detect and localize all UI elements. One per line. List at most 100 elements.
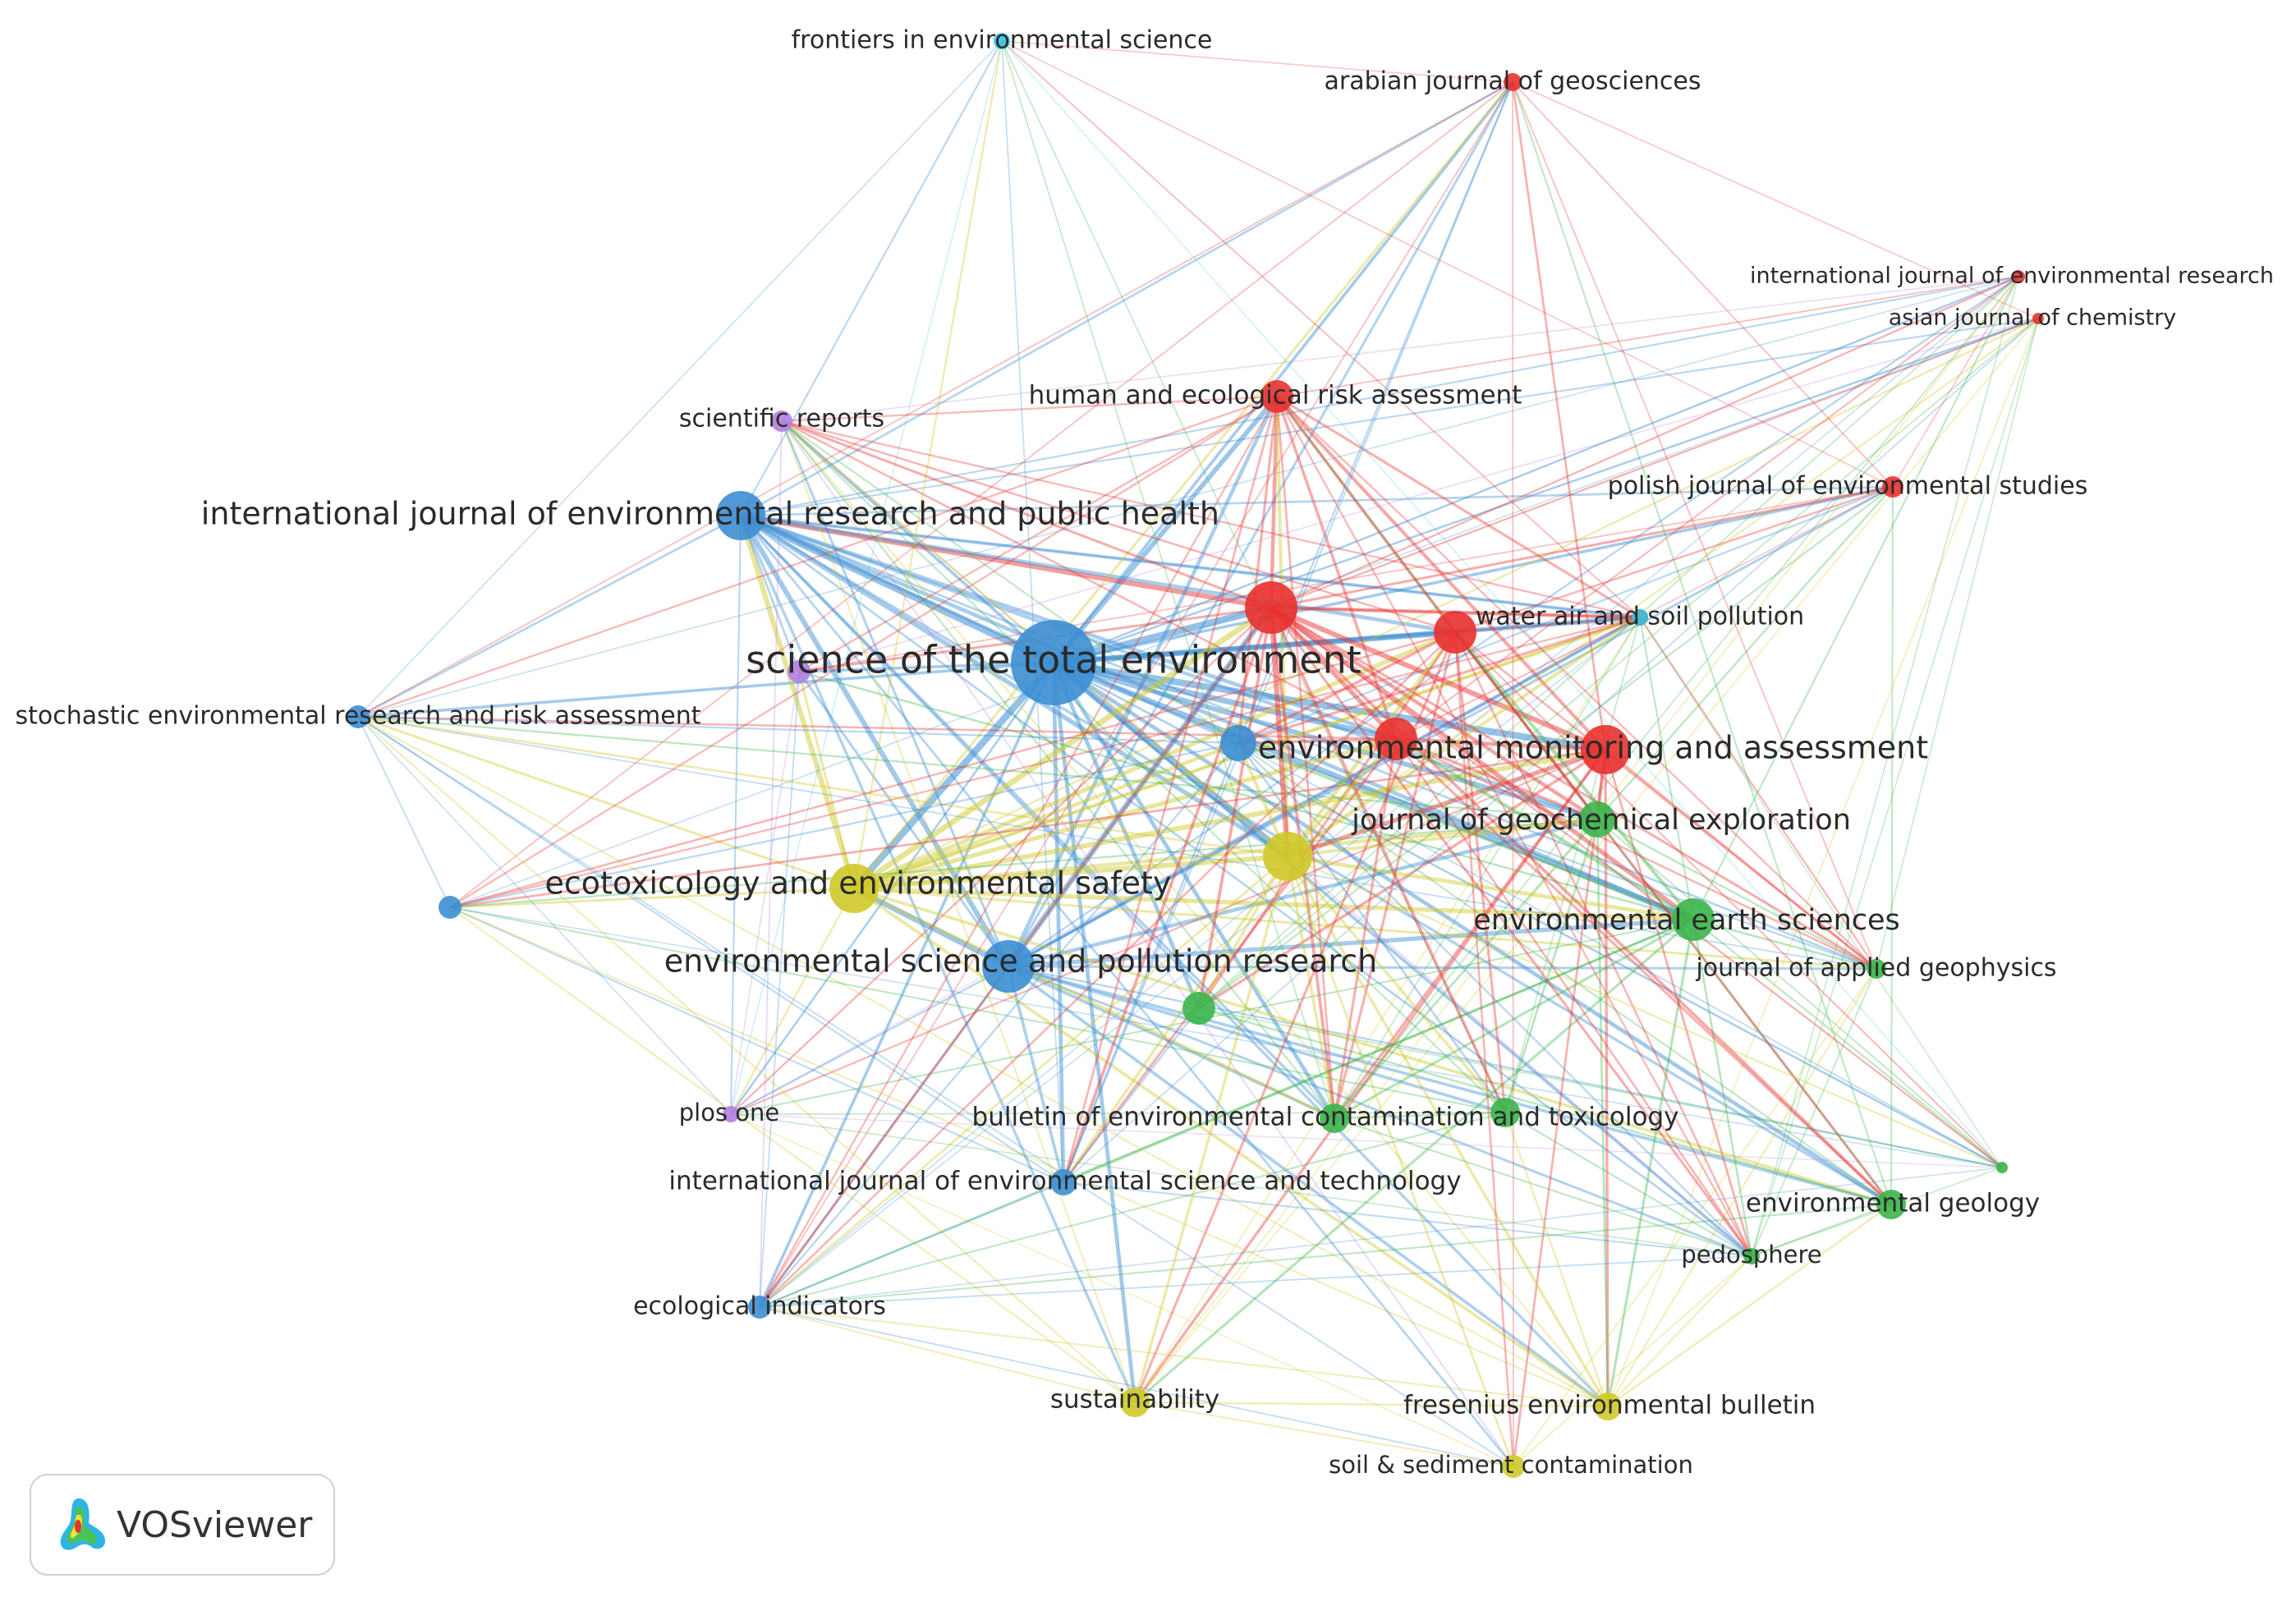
edge-ecotox-u_red2: [852, 630, 1457, 891]
edge-u_red2-u_blue1: [1238, 631, 1456, 745]
node-ijest[interactable]: [1050, 1169, 1077, 1195]
edge-ecoind-u_purple: [759, 671, 800, 1308]
label-stoten: science of the total environment: [746, 638, 1362, 682]
node-u_red1[interactable]: [1245, 581, 1297, 634]
edge-u_red2-u_green3: [1454, 631, 2003, 1168]
node-intjer[interactable]: [2012, 270, 2025, 283]
node-soilsed[interactable]: [1502, 1455, 1525, 1478]
edge-bect-u_red3: [1333, 738, 1398, 1119]
edge-ijerph-jagp: [740, 514, 1877, 970]
edge-ijerph-bect: [739, 514, 1336, 1120]
edge-serra-ijest: [357, 716, 1064, 1183]
node-u_blue2[interactable]: [439, 896, 461, 919]
edge-polish-u_blue1: [1238, 485, 1894, 745]
node-plos[interactable]: [723, 1106, 739, 1122]
node-u_green1[interactable]: [1182, 992, 1215, 1025]
node-ecoind[interactable]: [748, 1296, 771, 1319]
node-arabian[interactable]: [1504, 73, 1522, 91]
edge-frontiers-u_green3: [1001, 40, 2003, 1168]
node-u_green2[interactable]: [1490, 1098, 1520, 1127]
edge-herisk-u_blue2: [449, 396, 1278, 908]
edge-ema-sustain: [1133, 749, 1607, 1403]
edge-ecotox-bect: [853, 887, 1335, 1120]
edge-ecotox-fresenius: [852, 887, 1609, 1408]
edge-polish-arabian: [1512, 81, 1894, 488]
edge-intjer-pedo: [1751, 276, 2019, 1257]
edge-ecotox-u_purple: [797, 671, 856, 889]
node-u_blue1[interactable]: [1220, 725, 1256, 761]
node-u_purple[interactable]: [788, 660, 810, 683]
edge-ema-arabian: [1511, 81, 1607, 750]
node-stoten[interactable]: [1011, 620, 1096, 705]
edge-scirep-soilsed: [781, 420, 1514, 1467]
node-pedo[interactable]: [1743, 1248, 1760, 1264]
edge-ecoind-sustain: [759, 1305, 1136, 1404]
edge-jge-jagp: [1596, 818, 1877, 970]
edge-arabian-ijest: [1063, 81, 1513, 1183]
edge-ijerph-serra: [357, 514, 742, 718]
edge-ees-bect: [1334, 918, 1694, 1120]
edge-ecotox-u_yellow: [853, 853, 1288, 892]
edge-serra-fresenius: [357, 716, 1609, 1407]
edge-espr-fresenius: [1007, 965, 1609, 1408]
edge-intjer-ecoind: [759, 276, 2019, 1308]
edge-u_red2-u_yellow: [1286, 631, 1457, 858]
node-u_yellow[interactable]: [1263, 832, 1312, 881]
edge-stoten-u_red3: [1053, 659, 1397, 742]
node-jagp[interactable]: [1867, 959, 1886, 979]
edge-asian-ijest: [1063, 318, 2039, 1183]
node-scirep[interactable]: [771, 411, 792, 432]
edge-asian-jagp: [1876, 318, 2039, 970]
edge-waspol-scirep: [781, 420, 1641, 619]
node-polish[interactable]: [1882, 476, 1903, 498]
node-u_red3[interactable]: [1375, 718, 1417, 760]
node-u_green3[interactable]: [1996, 1162, 2008, 1173]
edge-u_red3-u_blue1: [1238, 737, 1397, 745]
node-ijerph[interactable]: [716, 491, 765, 540]
edge-waspol-frontiers: [1001, 40, 1641, 618]
edge-arabian-u_blue2: [449, 81, 1513, 908]
edge-ijerph-intjer: [740, 275, 2019, 517]
label-intjer: international journal of environmental r…: [1750, 264, 2274, 289]
label-ecoind: ecological indicators: [633, 1292, 886, 1321]
edge-intjer-u_red1: [1270, 275, 2019, 609]
edge-ijerph-espr: [738, 514, 1011, 968]
edge-stoten-polish: [1053, 485, 1894, 664]
node-sustain[interactable]: [1120, 1388, 1150, 1417]
node-u_red2[interactable]: [1434, 611, 1476, 654]
node-espr[interactable]: [982, 940, 1035, 993]
node-envgeol[interactable]: [1876, 1190, 1906, 1219]
label-soilsed: soil & sediment contamination: [1329, 1451, 1693, 1479]
edge-ecotox-serra: [357, 715, 855, 890]
edge-jge-u_green2: [1504, 819, 1599, 1113]
edge-jge-u_red2: [1453, 631, 1599, 821]
edge-jge-u_blue2: [449, 818, 1598, 909]
node-frontiers[interactable]: [994, 33, 1010, 49]
node-fresenius[interactable]: [1594, 1393, 1622, 1420]
node-u_cyan[interactable]: [1632, 609, 1648, 626]
edge-ema-bect: [1333, 748, 1607, 1120]
node-ema[interactable]: [1581, 725, 1630, 774]
label-ijerph: international journal of environmental r…: [201, 496, 1219, 532]
node-ees[interactable]: [1672, 898, 1715, 941]
edge-ecotox-jagp: [853, 887, 1877, 970]
edge-stoten-ees: [1052, 659, 1695, 923]
edge-waspol-u_blue1: [1238, 616, 1641, 745]
edge-espr-herisk: [1006, 396, 1279, 967]
node-asian[interactable]: [2032, 313, 2044, 324]
edge-fresenius-u_blue2: [449, 906, 1609, 1407]
edge-bect-u_green2: [1334, 1111, 1506, 1120]
edge-plos-pedo: [730, 1113, 1752, 1257]
edge-plos-u_green3: [730, 1113, 2003, 1168]
edge-u_green2-u_cyan: [1504, 617, 1641, 1113]
node-herisk[interactable]: [1261, 380, 1293, 413]
edge-ees-u_cyan: [1639, 617, 1694, 920]
node-ecotox[interactable]: [829, 864, 879, 913]
edge-u_red2-u_green1: [1197, 631, 1457, 1009]
edge-scirep-u_red2: [781, 420, 1456, 634]
node-serra[interactable]: [347, 705, 370, 728]
edge-soilsed-u_yellow: [1286, 856, 1515, 1467]
node-bect[interactable]: [1320, 1104, 1349, 1133]
node-jge[interactable]: [1579, 801, 1615, 837]
